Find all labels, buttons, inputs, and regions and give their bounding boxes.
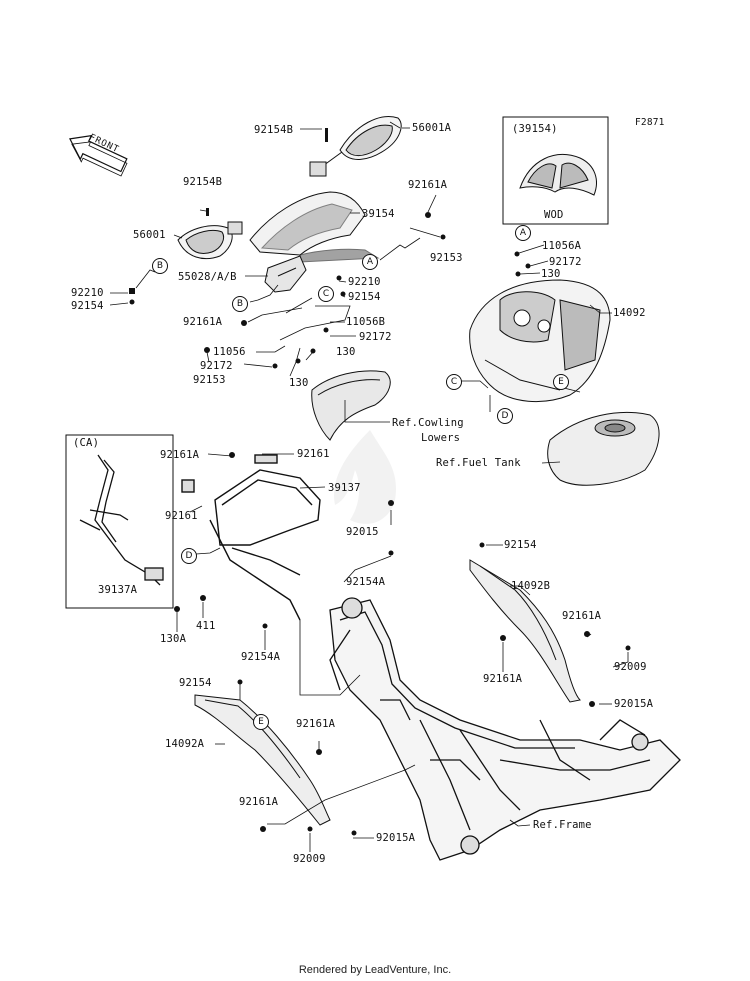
- part-label: 92154: [71, 300, 104, 312]
- diagram-code: F2871: [635, 117, 665, 128]
- inner-panel-14092-shape: [469, 279, 611, 403]
- callout-c: C: [446, 374, 462, 390]
- fuel-tank-shape: [547, 411, 660, 486]
- side-panel-14092A-shape: [194, 694, 331, 826]
- footer-credit: Rendered by LeadVenture, Inc.: [298, 964, 452, 976]
- part-label: 11056A: [542, 240, 582, 252]
- part-label: 92154A: [241, 651, 281, 663]
- inset-39154-label: WOD: [544, 209, 564, 221]
- part-label: 14092B: [511, 580, 551, 592]
- callout-d: D: [181, 548, 197, 564]
- watermark-logo: [334, 430, 396, 524]
- upper-cowl-shape: [249, 191, 380, 263]
- callout-e: E: [253, 714, 269, 730]
- subframe-ca-shape: [79, 454, 164, 586]
- part-label: 130: [541, 268, 561, 280]
- inset-39154-title: (39154): [512, 123, 558, 135]
- ref-frame: Ref.Frame: [533, 819, 592, 831]
- part-label: 39154: [362, 208, 395, 220]
- mirror-56001A-shape: [309, 116, 402, 177]
- part-label: 92154: [348, 291, 381, 303]
- windshield-wod-shape: [519, 154, 597, 196]
- part-label: 55028/A/B: [178, 271, 237, 283]
- main-frame-shape: [329, 597, 681, 861]
- part-label: 130: [289, 377, 309, 389]
- leader-lines: [109, 121, 629, 852]
- ref-cowling-lowers-line2: Lowers: [421, 432, 461, 444]
- part-label: 92161A: [562, 610, 602, 622]
- part-label: 92154B: [254, 124, 294, 136]
- part-label: 92161A: [160, 449, 200, 461]
- bracket-55028-shape: [264, 255, 307, 293]
- part-label: 92015A: [614, 698, 654, 710]
- part-label: 92009: [614, 661, 647, 673]
- fastener-marks: [129, 128, 631, 836]
- ref-fuel-tank: Ref.Fuel Tank: [436, 457, 521, 469]
- part-label: 92172: [359, 331, 392, 343]
- part-label: 11056B: [346, 316, 386, 328]
- part-label: 92154: [504, 539, 537, 551]
- part-label: 130A: [160, 633, 187, 645]
- part-label: 92154: [179, 677, 212, 689]
- part-label: 92161: [297, 448, 330, 460]
- part-label: 92161A: [408, 179, 448, 191]
- callout-e: E: [553, 374, 569, 390]
- subframe-39137-shape: [181, 454, 321, 621]
- part-label: 92015A: [376, 832, 416, 844]
- callout-a: A: [362, 254, 378, 270]
- part-label: 130: [336, 346, 356, 358]
- part-label: 92009: [293, 853, 326, 865]
- part-label: 92161A: [296, 718, 336, 730]
- part-label: 92161A: [483, 673, 523, 685]
- part-label: 14092A: [165, 738, 205, 750]
- part-label: 56001: [133, 229, 166, 241]
- inset-box-39154: [502, 116, 609, 225]
- part-label: 411: [196, 620, 216, 632]
- inset-ca-title: (CA): [73, 437, 100, 449]
- part-label: 92172: [549, 256, 582, 268]
- part-label: 92161: [165, 510, 198, 522]
- inset-box-ca: [65, 434, 174, 609]
- callout-c: C: [318, 286, 334, 302]
- callout-b: B: [152, 258, 168, 274]
- part-label: 92172: [200, 360, 233, 372]
- ref-cowling-lowers-line1: Ref.Cowling: [392, 417, 464, 429]
- part-label: 92161A: [239, 796, 279, 808]
- part-label: 92210: [348, 276, 381, 288]
- part-label: 92153: [430, 252, 463, 264]
- part-label: 92210: [71, 287, 104, 299]
- part-label: 92154A: [346, 576, 386, 588]
- part-label: 92153: [193, 374, 226, 386]
- mirror-56001-shape: [177, 221, 243, 260]
- part-label: 92015: [346, 526, 379, 538]
- part-label: 92154B: [183, 176, 223, 188]
- part-label: 39137: [328, 482, 361, 494]
- part-label: 92161A: [183, 316, 223, 328]
- side-panel-14092B-shape: [469, 559, 582, 703]
- front-arrow-icon: [69, 134, 128, 177]
- part-label: 11056: [213, 346, 246, 358]
- part-label: 14092: [613, 307, 646, 319]
- inset-ca-label: 39137A: [98, 584, 138, 596]
- callout-a: A: [515, 225, 531, 241]
- callout-d: D: [497, 408, 513, 424]
- cowling-lower-shape: [311, 370, 391, 441]
- callout-b: B: [232, 296, 248, 312]
- part-label: 56001A: [412, 122, 452, 134]
